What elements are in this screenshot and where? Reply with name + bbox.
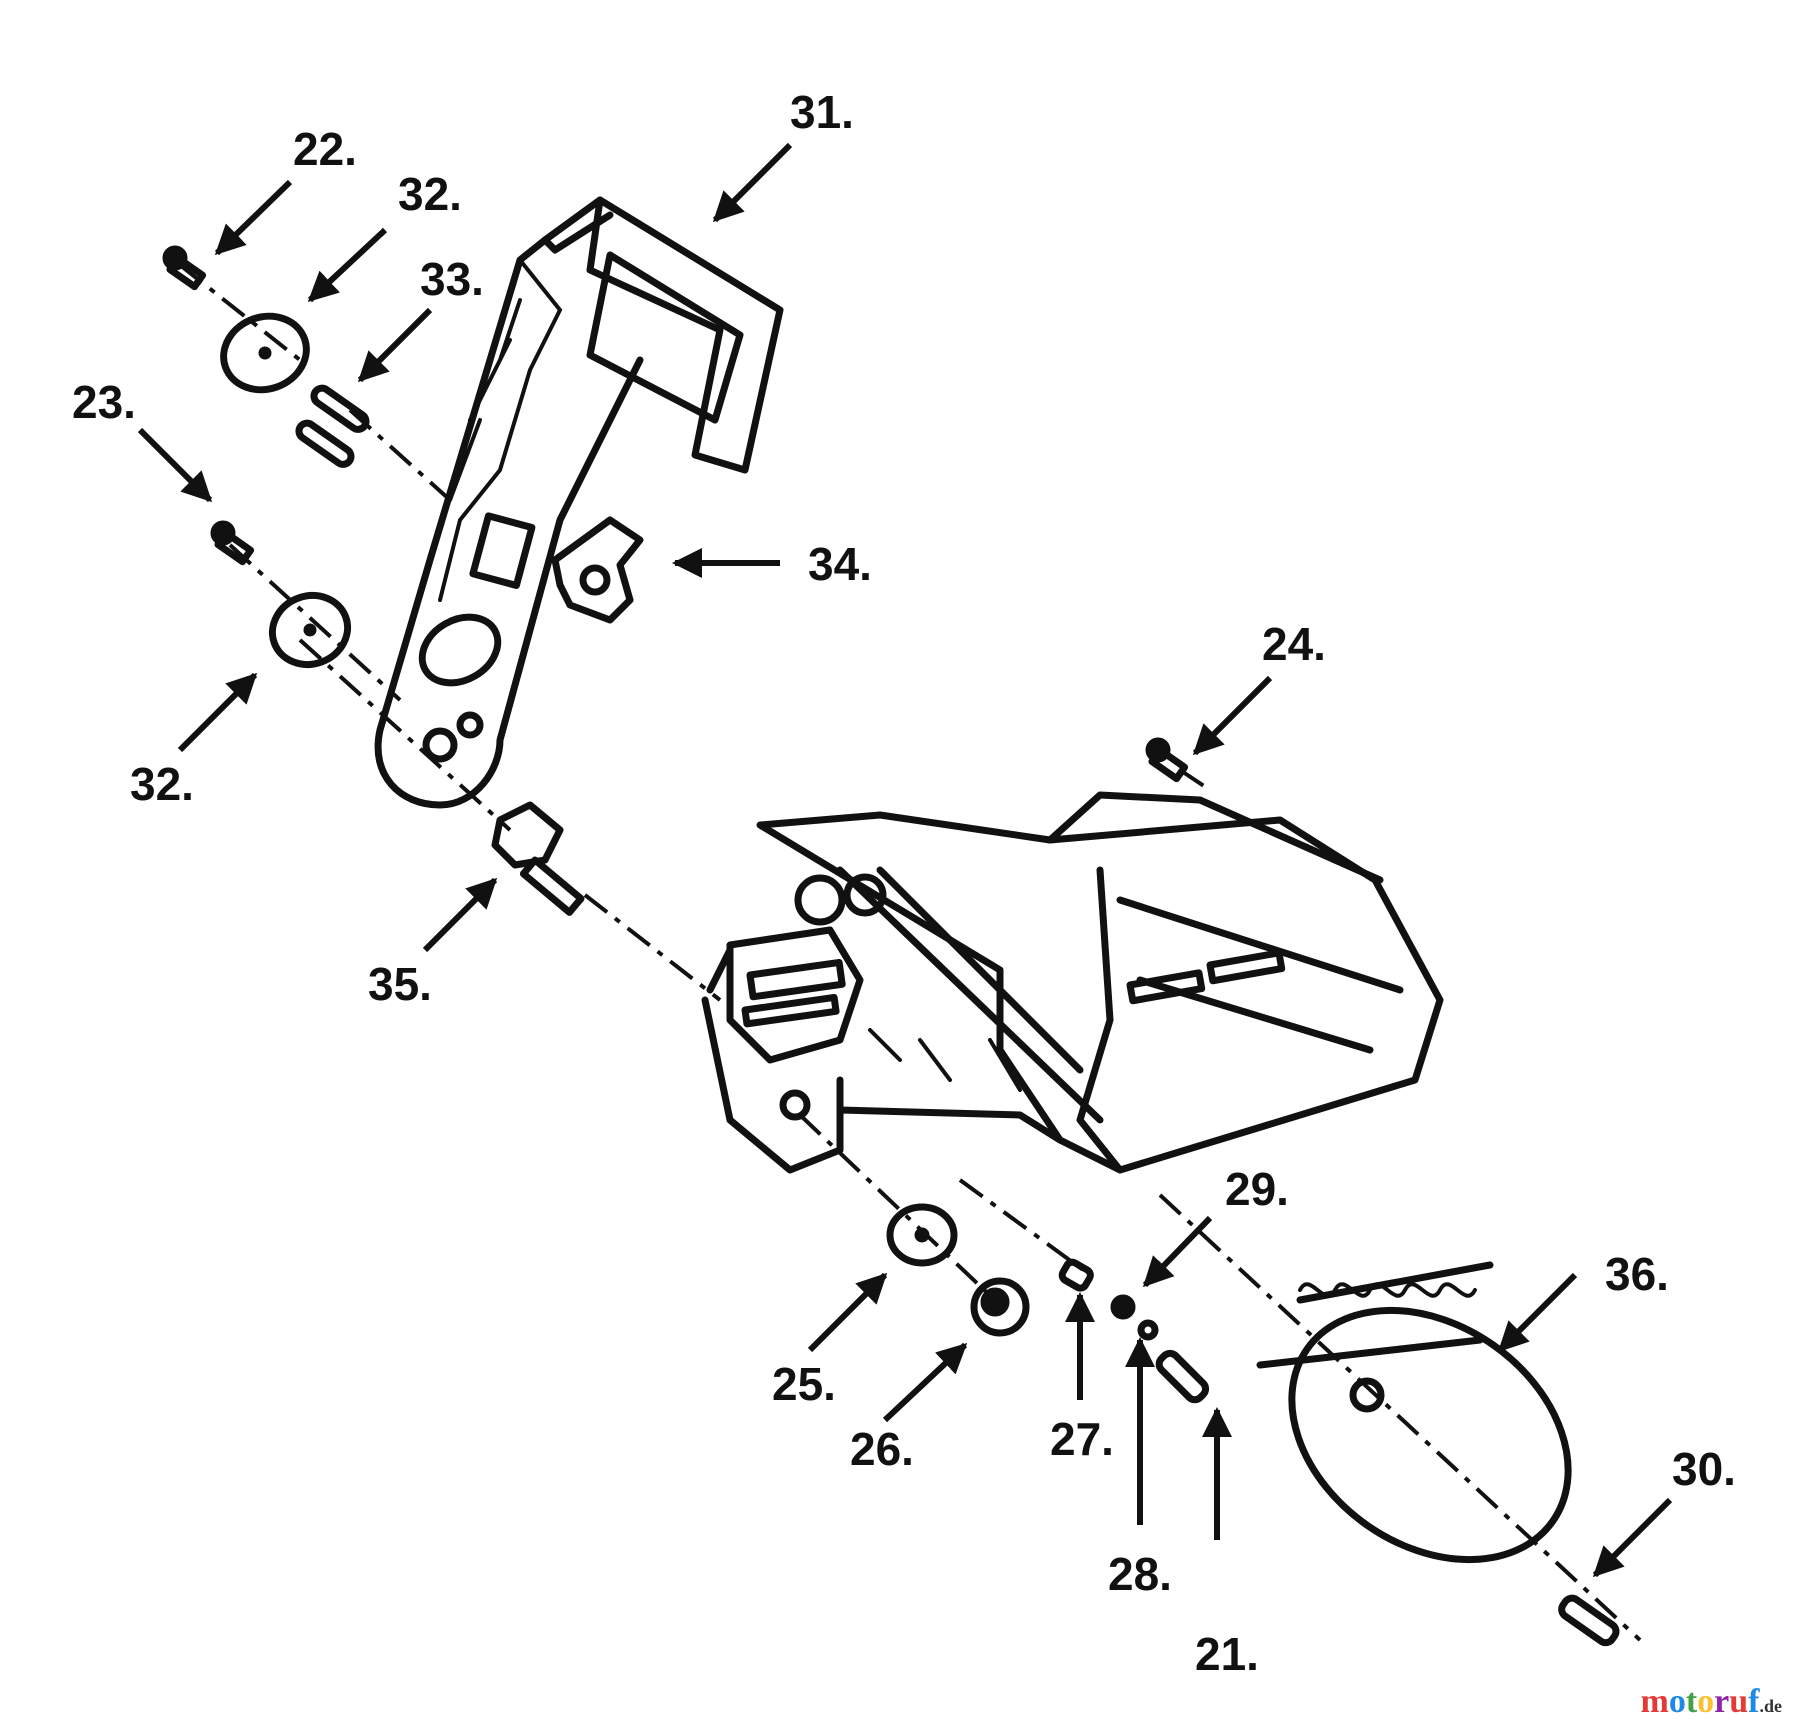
callout-36: 36. [1605,1248,1669,1300]
front-handle-part-31 [374,196,784,809]
watermark-letter: u [1729,1683,1749,1720]
callout-25: 25. [772,1358,836,1410]
callout-27: 27. [1050,1413,1114,1465]
washer-part-32-upper [220,312,310,394]
main-housing [701,791,1444,1174]
pin-part-30 [1558,1594,1620,1647]
leader-arrows [137,142,1673,1578]
bolt-part-35 [491,801,585,916]
washer-part-32-lower [268,592,352,668]
watermark-letter: o [1697,1683,1715,1720]
callout-31: 31. [790,86,854,138]
callout-30: 30. [1672,1443,1736,1495]
spring-loop-part-36 [1256,1261,1572,1564]
callout-24: 24. [1262,618,1326,670]
screw-part-24 [1145,737,1189,783]
alignment-lines [178,263,1642,1642]
watermark-letter: t [1685,1683,1698,1720]
nut-part-26 [970,1277,1030,1337]
callout-35: 35. [368,958,432,1010]
callout-21: 21. [1195,1628,1259,1680]
bracket-part-34 [551,516,644,624]
callout-26: 26. [850,1423,914,1475]
watermark-logo: motoruf.de [1641,1683,1783,1721]
watermark-letter: f [1748,1683,1760,1720]
callout-22: 22. [293,123,357,175]
screw-part-23 [210,520,255,566]
pin-part-21 [1155,1349,1210,1404]
callout-28: 28. [1108,1548,1172,1600]
callout-34: 34. [808,538,872,590]
callout-32-upper: 32. [398,168,462,220]
watermark-suffix: .de [1759,1696,1783,1716]
fitting-part-27 [1058,1258,1094,1292]
callout-32-lower: 32. [130,758,194,810]
watermark-letter: r [1714,1683,1730,1720]
callout-labels: 31. 22. 32. 33. 23. 34. 32. 35. 24. 29. … [72,86,1736,1680]
callout-33: 33. [420,253,484,305]
pins-part-33 [295,384,370,468]
callout-23: 23. [72,376,136,428]
watermark-text: motoruf [1641,1683,1760,1720]
callout-29: 29. [1225,1163,1289,1215]
watermark-letter: o [1668,1683,1686,1720]
watermark-letter: m [1640,1683,1669,1720]
fitting-part-28 [1110,1294,1159,1341]
